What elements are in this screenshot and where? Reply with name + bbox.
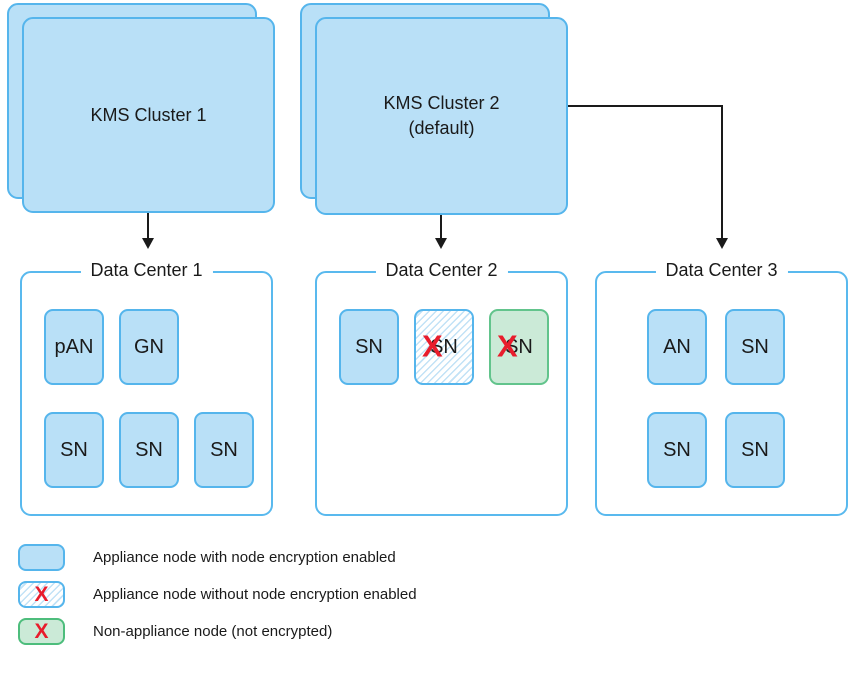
- data-center-3: Data Center 3 AN SN SN SN: [595, 260, 848, 516]
- x-icon: X: [34, 583, 49, 606]
- dc3-node-sn-3: SN: [725, 412, 785, 488]
- node-label: SN: [135, 438, 163, 461]
- node-label: SN: [430, 335, 458, 358]
- dc1-node-pan: pAN: [44, 309, 104, 385]
- dc3-node-an: AN: [647, 309, 707, 385]
- dc2-node-sn-3-non-appliance: SN X: [489, 309, 549, 385]
- legend-item-appliance-unencrypted: X Appliance node without node encryption…: [18, 581, 417, 608]
- dc3-node-sn-1: SN: [725, 309, 785, 385]
- x-icon: X: [34, 620, 49, 643]
- dc2-node-sn-2-unencrypted: SN X: [414, 309, 474, 385]
- dc1-node-sn-1: SN: [44, 412, 104, 488]
- node-label: pAN: [54, 335, 94, 358]
- dc1-node-sn-3: SN: [194, 412, 254, 488]
- legend-item-appliance-encrypted: Appliance node with node encryption enab…: [18, 544, 417, 571]
- kms-cluster-2-sublabel: (default): [408, 118, 475, 138]
- legend-label: Non-appliance node (not encrypted): [93, 623, 333, 640]
- node-label: AN: [663, 335, 691, 358]
- data-center-3-title: Data Center 3: [655, 260, 788, 281]
- legend-label: Appliance node without node encryption e…: [93, 586, 417, 603]
- node-label: SN: [355, 335, 383, 358]
- node-label: SN: [741, 335, 769, 358]
- node-label: SN: [741, 438, 769, 461]
- legend: Appliance node with node encryption enab…: [18, 544, 417, 655]
- node-label: SN: [60, 438, 88, 461]
- arrow-cluster2-to-dc2-line: [440, 215, 442, 239]
- dc1-node-gn: GN: [119, 309, 179, 385]
- arrow-cluster1-to-dc1-line: [147, 213, 149, 239]
- legend-item-non-appliance: X Non-appliance node (not encrypted): [18, 618, 417, 645]
- x-icon: X: [497, 328, 518, 364]
- kms-cluster-2: KMS Cluster 2 (default): [315, 17, 568, 215]
- node-label: SN: [210, 438, 238, 461]
- arrow-down-icon: [716, 238, 728, 249]
- dc3-node-sn-2: SN: [647, 412, 707, 488]
- connector-cluster2-to-dc3-vertical: [721, 105, 723, 239]
- dc2-node-sn-1: SN: [339, 309, 399, 385]
- data-center-1-title: Data Center 1: [80, 260, 213, 281]
- legend-swatch-appliance-unencrypted: X: [18, 581, 65, 608]
- legend-label: Appliance node with node encryption enab…: [93, 549, 396, 566]
- node-label: GN: [134, 335, 164, 358]
- legend-swatch-appliance-encrypted: [18, 544, 65, 571]
- arrow-down-icon: [435, 238, 447, 249]
- connector-cluster2-to-dc3-horizontal: [568, 105, 722, 107]
- kms-cluster-1-label: KMS Cluster 1: [90, 104, 207, 125]
- x-icon: X: [422, 328, 443, 364]
- kms-cluster-1: KMS Cluster 1: [22, 17, 275, 213]
- data-center-1: Data Center 1 pAN GN SN SN SN: [20, 260, 273, 516]
- data-center-2: Data Center 2 SN SN X SN X: [315, 260, 568, 516]
- node-label: SN: [505, 335, 533, 358]
- dc1-node-sn-2: SN: [119, 412, 179, 488]
- node-label: SN: [663, 438, 691, 461]
- kms-cluster-2-label: KMS Cluster 2: [383, 93, 500, 113]
- arrow-down-icon: [142, 238, 154, 249]
- legend-swatch-non-appliance: X: [18, 618, 65, 645]
- data-center-2-title: Data Center 2: [375, 260, 508, 281]
